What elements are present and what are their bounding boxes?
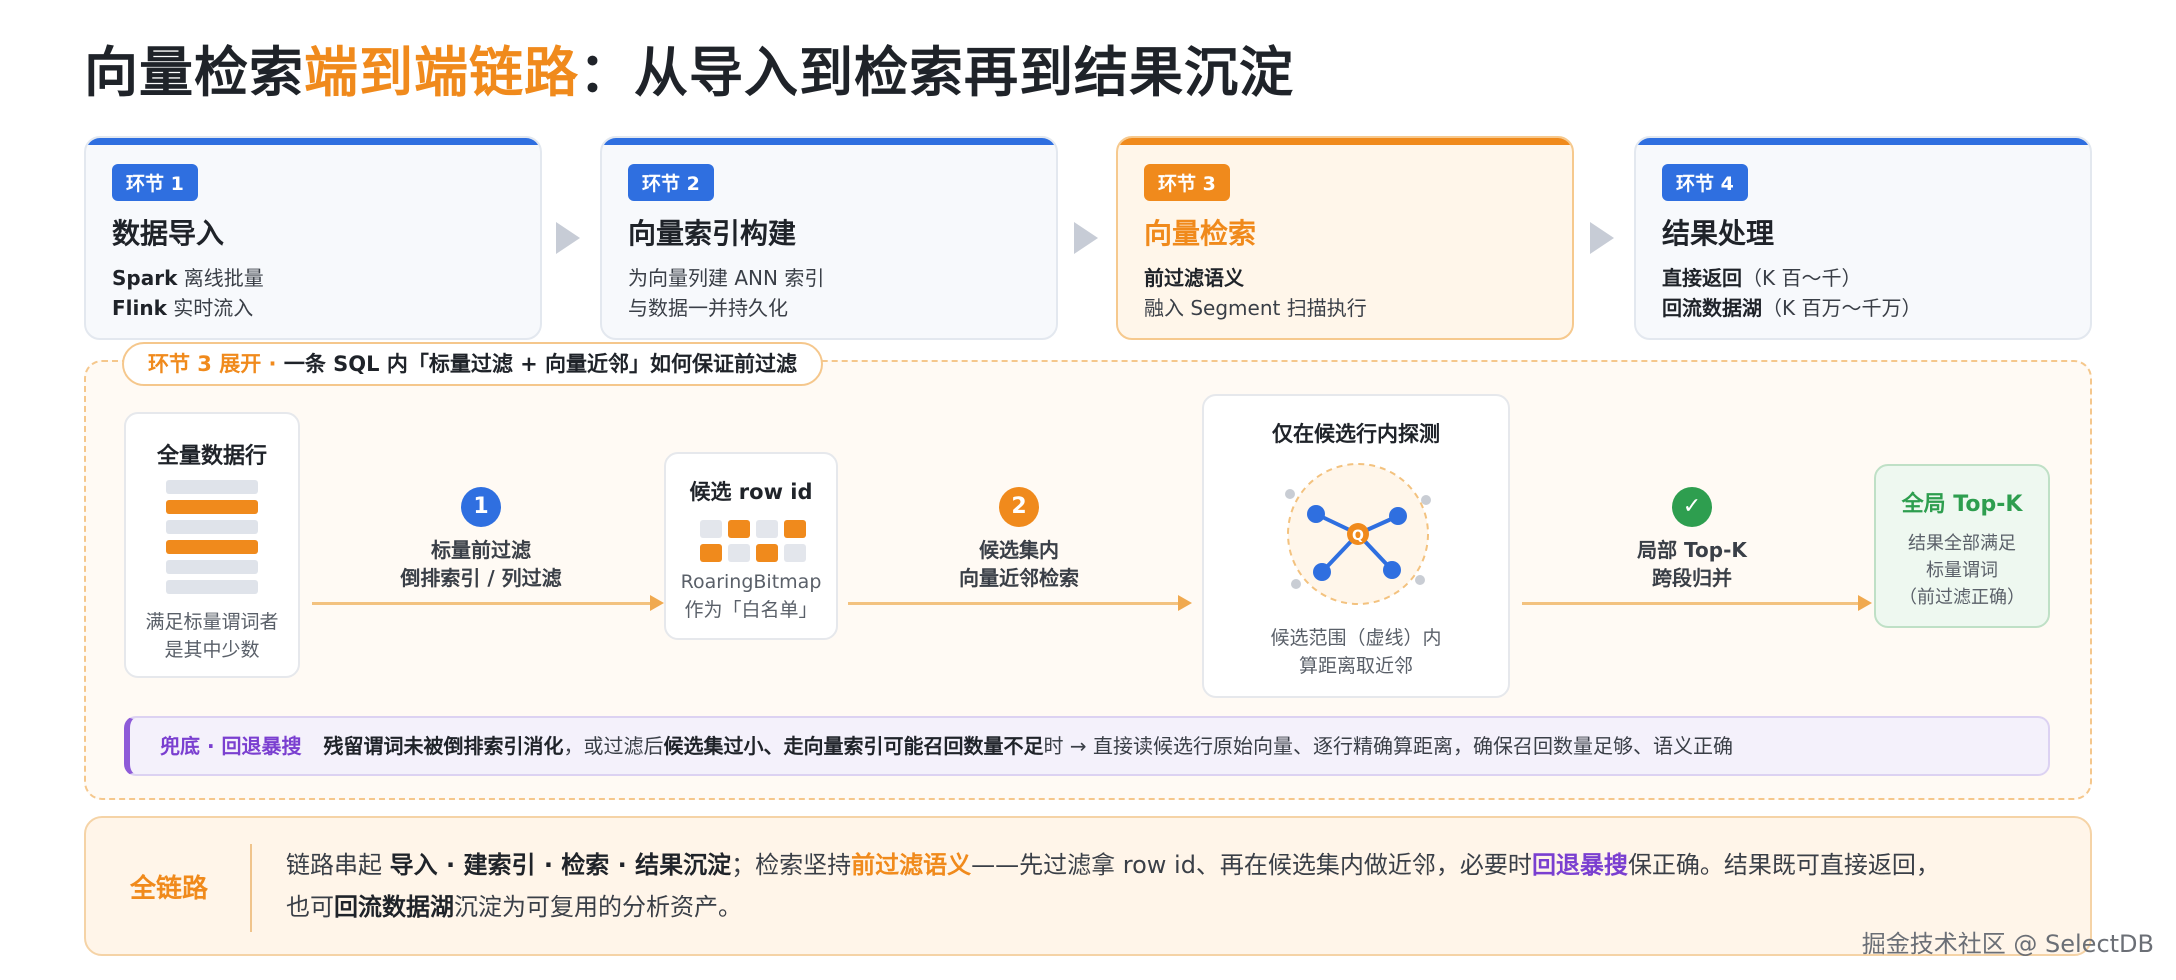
row-bar — [166, 560, 258, 574]
expand-tag: 环节 3 展开 · 一条 SQL 内「标量过滤 + 向量近邻」如何保证前过滤 — [122, 342, 824, 386]
stage-line-1: 直接返回（K 百～千） — [1662, 266, 1862, 290]
bitmap-cell-set — [728, 520, 750, 538]
probe-box: 仅在候选行内探测 Q 候选范围（虚线）内算距离取近邻 — [1202, 394, 1510, 698]
stage-line-1: Spark 离线批量 — [112, 266, 264, 290]
stage-line-2: Flink 实时流入 — [112, 296, 254, 320]
candidate-title: 候选 row id — [689, 480, 813, 504]
stage-badge: 环节 2 — [628, 164, 714, 201]
bitmap-cell — [756, 520, 778, 538]
row-bar — [166, 520, 258, 534]
all-rows-caption: 满足标量谓词者是其中少数 — [145, 611, 279, 661]
bitmap-cell — [728, 544, 750, 562]
stage-line-1: 为向量列建 ANN 索引 — [628, 266, 825, 290]
flow-arrow-1 — [312, 595, 664, 611]
row-bar-match — [166, 540, 258, 554]
summary-text: 链路串起 导入 · 建索引 · 检索 · 结果沉淀；检索坚持前过滤语义——先过滤… — [286, 851, 1940, 921]
summary-tag: 全链路 — [130, 874, 209, 904]
title-part2: ：从导入到检索再到结果沉淀 — [579, 41, 1294, 104]
stage-line-1: 前过滤语义 — [1144, 266, 1244, 290]
stage-card-4: 环节 4 结果处理 直接返回（K 百～千） 回流数据湖（K 百万～千万） — [1634, 136, 2092, 340]
title-highlight: 端到端链路 — [304, 41, 579, 104]
stage-card-2: 环节 2 向量索引构建 为向量列建 ANN 索引 与数据一并持久化 — [600, 136, 1058, 340]
probe-title: 仅在候选行内探测 — [1272, 422, 1440, 446]
summary-divider — [250, 844, 252, 932]
step-2-badge: 2 — [999, 487, 1039, 527]
stage-badge: 环节 1 — [112, 164, 198, 201]
chevron-right-icon — [1074, 222, 1098, 254]
step-3-check-icon: ✓ — [1672, 487, 1712, 527]
bitmap-cell-set — [756, 544, 778, 562]
all-rows-box: 全量数据行 满足标量谓词者是其中少数 — [124, 412, 300, 678]
watermark: 掘金技术社区 @ SelectDB — [1861, 930, 2154, 958]
step-1-badge: 1 — [461, 487, 501, 527]
stage-name: 向量检索 — [1144, 217, 1257, 250]
stage-badge: 环节 4 — [1662, 164, 1748, 201]
chevron-right-icon — [1590, 222, 1614, 254]
knn-graph-icon: Q — [1285, 463, 1431, 605]
stage-card-3: 环节 3 向量检索 前过滤语义 融入 Segment 扫描执行 — [1116, 136, 1574, 340]
chevron-right-icon — [556, 222, 580, 254]
fallback-banner: 兜底 · 回退暴搜残留谓词未被倒排索引消化，或过滤后候选集过小、走向量索引可能召… — [124, 716, 2050, 776]
stage-line-2: 与数据一并持久化 — [628, 296, 788, 320]
bitmap-cell — [784, 544, 806, 562]
stage-badge: 环节 3 — [1144, 164, 1230, 201]
page-title: 向量检索端到端链路：从导入到检索再到结果沉淀 — [84, 28, 1294, 107]
stage-card-1: 环节 1 数据导入 Spark 离线批量 Flink 实时流入 — [84, 136, 542, 340]
bitmap-cell — [700, 520, 722, 538]
summary-panel: 全链路 链路串起 导入 · 建索引 · 检索 · 结果沉淀；检索坚持前过滤语义—… — [84, 816, 2092, 956]
stage-line-2: 融入 Segment 扫描执行 — [1144, 296, 1367, 320]
stage-name: 向量索引构建 — [628, 217, 797, 250]
stage-name: 数据导入 — [112, 217, 225, 250]
bitmap-cell-set — [700, 544, 722, 562]
query-point-label: Q — [1352, 528, 1364, 544]
probe-caption: 候选范围（虚线）内算距离取近邻 — [1270, 627, 1442, 677]
bitmap-cell-set — [784, 520, 806, 538]
global-topk-title: 全局 Top-K — [1901, 492, 2023, 517]
all-rows-title: 全量数据行 — [156, 444, 267, 469]
global-topk-caption: 结果全部满足标量谓词（前过滤正确） — [1899, 533, 2025, 608]
step-2-label: 候选集内向量近邻检索 — [959, 538, 1079, 590]
global-topk-box: 全局 Top-K 结果全部满足标量谓词（前过滤正确） — [1874, 464, 2050, 628]
row-bar-match — [166, 500, 258, 514]
flow-arrow-3 — [1522, 595, 1872, 611]
title-part1: 向量检索 — [84, 41, 304, 104]
step-1-label: 标量前过滤倒排索引 / 列过滤 — [400, 538, 562, 590]
fallback-tag: 兜底 · 回退暴搜 — [160, 734, 302, 758]
flow-arrow-2 — [848, 595, 1192, 611]
stage-name: 结果处理 — [1662, 217, 1775, 250]
stage-line-2: 回流数据湖（K 百万～千万） — [1662, 296, 1922, 320]
row-bar — [166, 580, 258, 594]
row-bar — [166, 480, 258, 494]
